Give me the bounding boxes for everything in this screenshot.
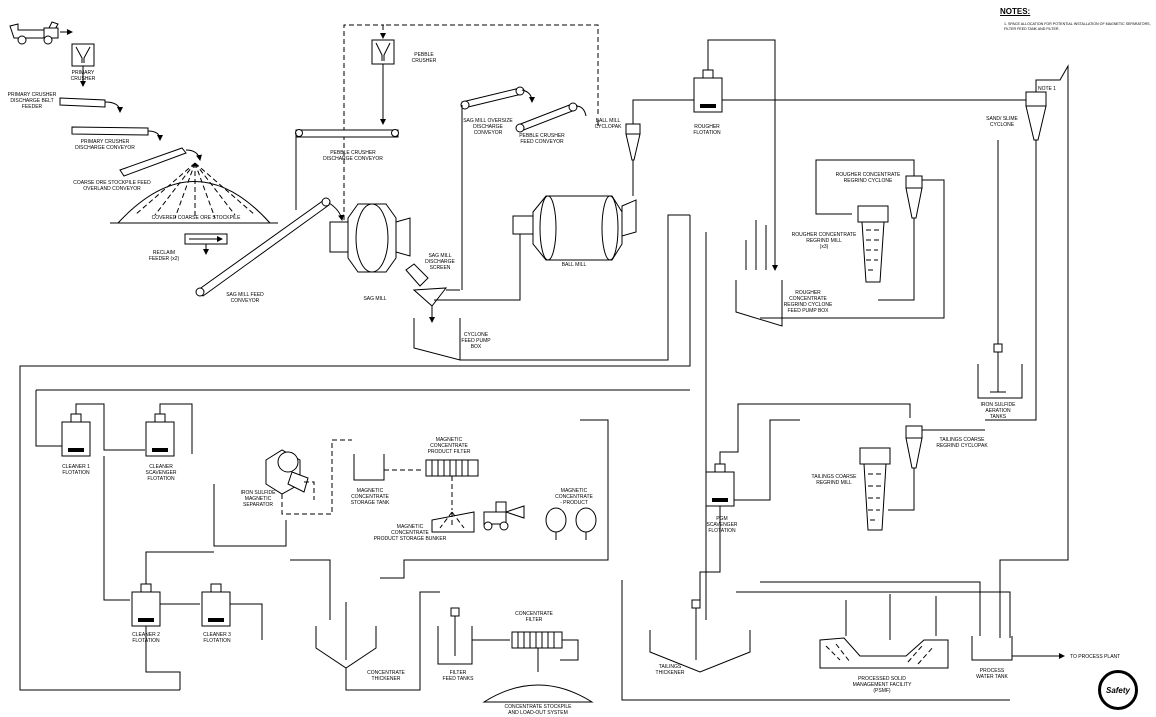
regrind-mill-icon <box>858 206 888 282</box>
pebble-crusher-icon <box>344 25 394 220</box>
label-magnetic-separator: IRON SULFIDE MAGNETIC SEPARATOR <box>240 490 275 508</box>
label-process-water-tank: PROCESS WATER TANK <box>976 668 1008 680</box>
bulk-bags-icon <box>546 508 596 540</box>
concentrate-filter-icon <box>512 632 578 672</box>
label-ball-mill: BALL MILL <box>562 262 587 268</box>
front-loader-icon <box>484 502 524 530</box>
label-sag-feed-conveyor: SAG MILL FEED CONVEYOR <box>226 292 264 304</box>
label-stockpile: COVERED COARSE ORE STOCKPILE <box>152 215 241 221</box>
pebble-feed-conveyor-icon <box>383 25 598 132</box>
label-filter-feed-tanks: FILTER FEED TANKS <box>443 670 474 682</box>
label-concentrate-stockpile: CONCENTRATE STOCKPILE AND LOAD-OUT SYSTE… <box>504 704 571 716</box>
label-psmf: PROCESSED SOLID MANAGEMENT FACILITY (PSM… <box>853 676 912 694</box>
label-concentrate-filter: CONCENTRATE FILTER <box>515 611 553 623</box>
psmf-icon <box>820 594 948 668</box>
magnetic-product-filter-icon <box>426 460 478 510</box>
label-overland-conveyor: COARSE ORE STOCKPILE FEED OVERLAND CONVE… <box>73 180 150 192</box>
magnetic-storage-tank-icon <box>340 440 424 480</box>
label-mag-product-filter: MAGNETIC CONCENTRATE PRODUCT FILTER <box>428 437 471 455</box>
tailings-regrind-mill-icon <box>860 448 890 530</box>
sag-mill-icon <box>330 204 428 286</box>
label-cleaner-2: CLEANER 2 FLOTATION <box>132 632 160 644</box>
label-regrind-cyclone: ROUGHER CONCENTRATE REGRIND CYCLONE <box>836 172 901 184</box>
label-sag-screen: SAG MILL DISCHARGE SCREEN <box>425 253 455 271</box>
haul-truck-icon <box>10 22 72 44</box>
label-cyclone-feed-box: CYCLONE FEED PUMP BOX <box>461 332 490 350</box>
magnetic-separator-icon <box>214 440 352 546</box>
company-logo: Safety <box>1098 670 1138 710</box>
logo-text: Safety <box>1106 687 1130 694</box>
cleaner-scavenger-icon <box>36 390 690 456</box>
label-tailings-regrind-mill: TAILINGS COARSE REGRIND MILL <box>812 474 857 486</box>
label-mag-storage-tank: MAGNETIC CONCENTRATE STORAGE TANK <box>351 488 390 506</box>
label-pebble-feed-conveyor: PEBBLE CRUSHER FEED CONVEYOR <box>519 133 565 145</box>
label-pebble-discharge-conveyor: PEBBLE CRUSHER DISCHARGE CONVEYOR <box>323 150 383 162</box>
label-discharge-conveyor: PRIMARY CRUSHER DISCHARGE CONVEYOR <box>75 139 135 151</box>
belt-feeder-icon <box>60 98 120 112</box>
label-regrind-feed-box: ROUGHER CONCENTRATE REGRIND CYCLONE FEED… <box>784 290 833 314</box>
label-tailings-cyclopak: TAILINGS COARSE REGRIND CYCLOPAK <box>936 437 987 449</box>
label-note-1: NOTE 1 <box>1038 86 1056 92</box>
sag-discharge-screen-icon <box>414 288 460 322</box>
label-belt-feeder: PRIMARY CRUSHER DISCHARGE BELT FEEDER <box>8 92 57 110</box>
ball-mill-cyclopak-icon <box>626 100 694 196</box>
filter-feed-tanks-icon <box>438 608 510 664</box>
notes-title: NOTES: <box>1000 7 1030 16</box>
concentrate-stockpile-icon <box>484 685 592 702</box>
label-cleaner-scavenger: CLEANER SCAVENGER FLOTATION <box>145 464 176 482</box>
label-concentrate-thickener: CONCENTRATE THICKENER <box>367 670 405 682</box>
cleaner1-flotation-icon <box>36 390 145 600</box>
label-reclaim-feeder: RECLAIM FEEDER (x2) <box>149 250 179 262</box>
label-rougher-flotation: ROUGHER FLOTATION <box>693 124 720 136</box>
tailings-thickener-icon <box>622 580 1010 700</box>
label-tailings-thickener: TAILINGS THICKENER <box>656 664 685 676</box>
label-pgm-scavenger: PGM SCAVENGER FLOTATION <box>706 516 737 534</box>
label-cleaner-1: CLEANER 1 FLOTATION <box>62 464 90 476</box>
reclaim-feeder-icon <box>185 234 227 254</box>
label-mag-product: MAGNETIC CONCENTRATE - PRODUCT <box>555 488 593 506</box>
pebble-discharge-conveyor-icon <box>296 130 399 211</box>
label-sag-oversize-conveyor: SAG MILL OVERSIZE DISCHARGE CONVEYOR <box>463 118 513 136</box>
ball-mill-icon <box>434 196 636 300</box>
label-pebble-crusher: PEBBLE CRUSHER <box>412 52 437 64</box>
label-sag-mill: SAG MILL <box>363 296 386 302</box>
label-ball-mill-cyclopak: BALL MILL CYCLOPAK <box>595 118 622 130</box>
label-to-process-plant: TO PROCESS PLANT <box>1070 654 1120 660</box>
note-1: 1. SPACE ALLOCATION FOR POTENTIAL INSTAL… <box>1004 22 1152 32</box>
label-cleaner-3: CLEANER 3 FLOTATION <box>203 632 231 644</box>
process-water-tank-icon <box>972 636 1064 660</box>
label-regrind-mill: ROUGHER CONCENTRATE REGRIND MILL (x3) <box>792 232 857 250</box>
label-sand-slime-cyclone: SAND/ SLIME CYCLONE <box>986 116 1018 128</box>
label-mag-bunker: MAGNETIC CONCENTRATE PRODUCT STORAGE BUN… <box>374 524 447 542</box>
label-primary-crusher: PRIMARY CRUSHER <box>71 70 96 82</box>
label-aeration-tanks: IRON SULFIDE AERATION TANKS <box>980 402 1015 420</box>
iron-sulfide-aeration-tanks-icon <box>978 140 1022 398</box>
